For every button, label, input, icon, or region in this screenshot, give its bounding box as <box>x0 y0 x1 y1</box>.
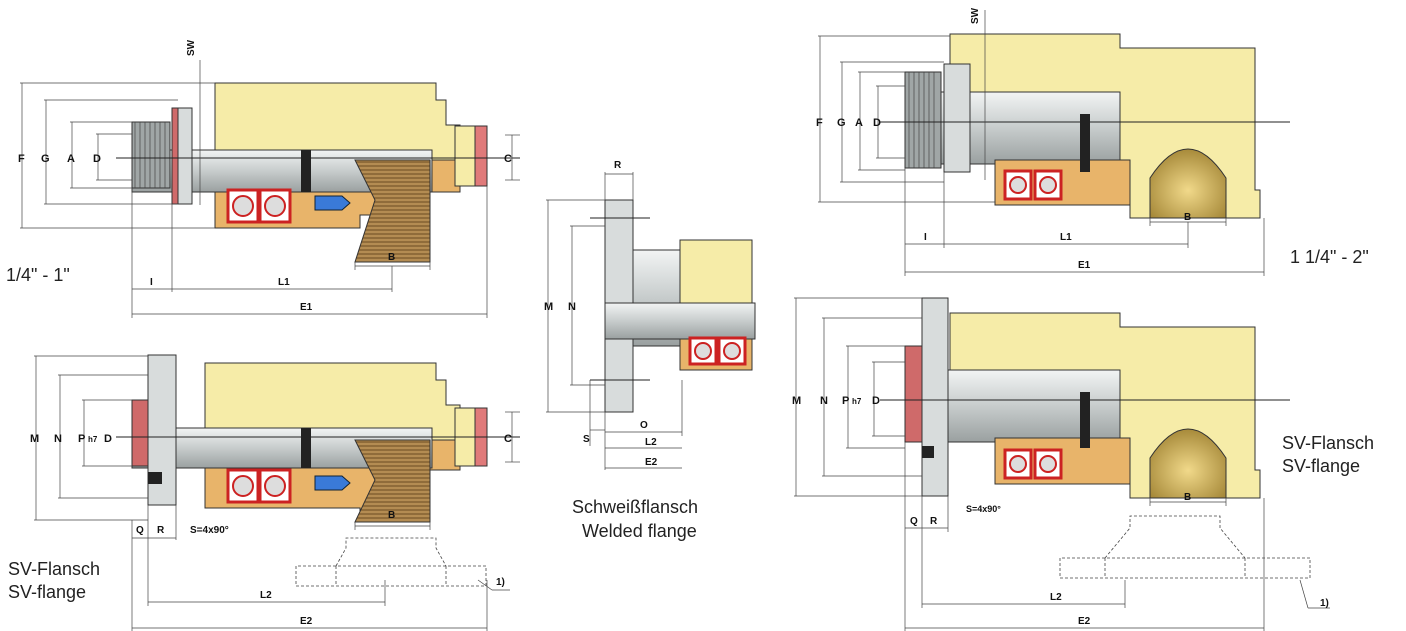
dim-g-left: G <box>41 153 50 165</box>
dim-b-left: B <box>388 252 395 263</box>
note-right: 1) <box>1320 598 1329 609</box>
dim-n-mid: N <box>568 301 576 313</box>
dims-welded <box>546 172 683 470</box>
dim-c-left: C <box>504 153 512 165</box>
dim-l1-left: L1 <box>278 277 290 288</box>
dim-l2-right: L2 <box>1050 592 1062 603</box>
dim-e2-left: E2 <box>300 616 313 627</box>
dim-l2-left: L2 <box>260 590 272 601</box>
caption-svflange-right-de: SV-Flansch <box>1282 433 1375 453</box>
dim-g-right: G <box>837 117 846 129</box>
dims-large-svflange <box>794 297 1330 631</box>
dim-n-left: N <box>54 433 62 445</box>
joint-small <box>116 82 520 263</box>
dim-f-left: F <box>18 153 25 165</box>
dim-i-right: I <box>924 232 927 243</box>
dim-a-left: A <box>67 153 75 165</box>
caption-welded-de: Schweißflansch <box>572 497 699 517</box>
caption-svflange-left-de: SV-Flansch <box>8 559 101 579</box>
dim-sw-right: SW <box>970 7 981 24</box>
dim-q-right: Q <box>910 516 918 527</box>
joint-small-svflange <box>116 354 520 587</box>
caption-svflange-right-en: SV-flange <box>1282 456 1361 476</box>
dim-q-left: Q <box>136 525 144 536</box>
dims-small-svflange <box>34 355 520 631</box>
dim-m-mid: M <box>544 301 553 313</box>
dim-r-left: R <box>157 525 165 536</box>
joint-large <box>880 33 1290 219</box>
caption-svflange-left-en: SV-flange <box>8 582 87 602</box>
dim-sspec-right: S=4x90° <box>966 504 1001 514</box>
dim-e2-right: E2 <box>1078 616 1091 627</box>
dim-sw-left: SW <box>186 39 197 56</box>
dim-b2-left: B <box>388 510 395 521</box>
welded-flange <box>590 199 756 413</box>
dims-large <box>818 10 1265 276</box>
dim-o-mid: O <box>640 420 648 431</box>
dim-h7-left: h7 <box>88 435 98 444</box>
dim-e1-left: E1 <box>300 302 313 313</box>
dim-s-mid: S <box>583 434 590 445</box>
joint-large-svflange <box>880 297 1311 579</box>
dim-b2-right: B <box>1184 492 1191 503</box>
dim-a-right: A <box>855 117 863 129</box>
dim-i-left: I <box>150 277 153 288</box>
dim-d2-right: D <box>872 395 880 407</box>
dim-c2-left: C <box>504 433 512 445</box>
note-left: 1) <box>496 577 505 588</box>
caption-welded-en: Welded flange <box>582 521 697 541</box>
dim-e2-mid: E2 <box>645 457 658 468</box>
dim-r-right: R <box>930 516 938 527</box>
dim-sspec-left: S=4x90° <box>190 525 229 536</box>
dim-m-left: M <box>30 433 39 445</box>
caption-size-large: 1 1/4" - 2" <box>1290 247 1369 267</box>
dim-p-left: P <box>78 433 85 445</box>
dim-f-right: F <box>816 117 823 129</box>
dim-l2-mid: L2 <box>645 437 657 448</box>
dim-h7-right: h7 <box>852 397 862 406</box>
dim-l1-right: L1 <box>1060 232 1072 243</box>
dim-b-right: B <box>1184 212 1191 223</box>
dim-r-mid: R <box>614 160 622 171</box>
dim-d2-left: D <box>104 433 112 445</box>
dim-e1-right: E1 <box>1078 260 1091 271</box>
dims-small <box>20 60 520 318</box>
caption-size-small: 1/4" - 1" <box>6 265 70 285</box>
dim-d-left: D <box>93 153 101 165</box>
dim-m-right: M <box>792 395 801 407</box>
dim-p-right: P <box>842 395 849 407</box>
dim-d-right: D <box>873 117 881 129</box>
dim-n-right: N <box>820 395 828 407</box>
